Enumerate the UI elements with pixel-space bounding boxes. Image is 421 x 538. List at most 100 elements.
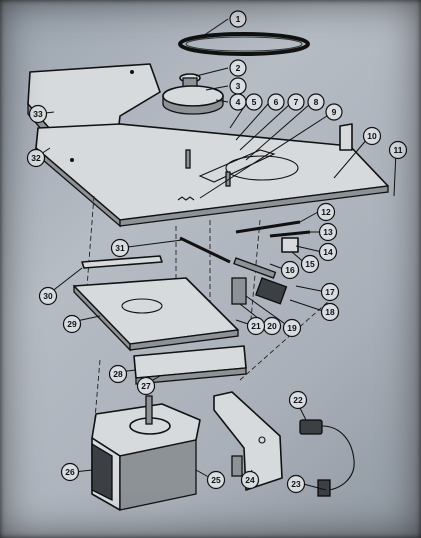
svg-text:5: 5 [252, 97, 257, 107]
callout-16: 16 [280, 260, 300, 280]
callout-12: 12 [316, 202, 336, 222]
motor-shaft [145, 395, 153, 425]
drive-belt [178, 32, 310, 56]
rod-12 [235, 220, 301, 234]
callout-30: 30 [38, 286, 58, 306]
callout-5: 5 [245, 93, 263, 111]
callout-25: 25 [206, 470, 226, 490]
svg-text:8: 8 [314, 97, 319, 107]
callout-4: 4 [229, 93, 247, 111]
guide-line [85, 195, 95, 301]
callout-23: 23 [286, 474, 306, 494]
callout-33: 33 [28, 104, 48, 124]
svg-text:1: 1 [236, 14, 241, 24]
callout-32: 32 [26, 148, 46, 168]
lever-16 [233, 257, 277, 279]
spring [177, 196, 195, 201]
turntable-pulley-rim [162, 95, 224, 115]
callout-15: 15 [300, 254, 320, 274]
callout-31: 31 [110, 238, 130, 258]
side-bracket [213, 391, 283, 491]
svg-text:30: 30 [43, 291, 53, 301]
bracket-tab [231, 455, 243, 477]
guide-line-6 [239, 299, 331, 381]
callout-26: 26 [60, 462, 80, 482]
sub-plate-cutout [121, 298, 163, 314]
svg-text:29: 29 [67, 319, 77, 329]
switch-18 [255, 277, 288, 305]
callout-2: 2 [229, 59, 247, 77]
plate-cutout [225, 155, 299, 181]
callout-11: 11 [388, 140, 408, 160]
svg-text:9: 9 [332, 107, 337, 117]
callout-1: 1 [229, 10, 247, 28]
svg-text:12: 12 [321, 207, 331, 217]
callout-27: 27 [136, 376, 156, 396]
cord [321, 425, 355, 491]
svg-text:15: 15 [305, 259, 315, 269]
motor-body-front [119, 439, 197, 511]
svg-text:23: 23 [291, 479, 301, 489]
bracket-hole [258, 436, 266, 444]
plate-bracket [339, 123, 353, 151]
svg-text:11: 11 [394, 145, 403, 155]
svg-text:18: 18 [325, 307, 335, 317]
plug-22 [299, 419, 323, 435]
svg-text:22: 22 [293, 395, 303, 405]
svg-text:28: 28 [113, 369, 123, 379]
part-20 [231, 277, 247, 305]
callout-8: 8 [307, 93, 325, 111]
svg-text:16: 16 [285, 265, 295, 275]
channel-bracket-lip [135, 367, 247, 385]
plate-pin [185, 149, 191, 169]
svg-text:33: 33 [33, 109, 43, 119]
svg-text:19: 19 [287, 323, 297, 333]
rod-13 [269, 230, 311, 238]
motor-winding [91, 442, 113, 502]
rod-14 [179, 236, 231, 264]
callout-14: 14 [318, 242, 338, 262]
callout-28: 28 [108, 364, 128, 384]
callout-19: 19 [282, 318, 302, 338]
bracket-30 [81, 255, 163, 269]
callout-18: 18 [320, 302, 340, 322]
callout-21: 21 [246, 316, 266, 336]
svg-text:26: 26 [65, 467, 75, 477]
callout-10: 10 [362, 126, 382, 146]
svg-text:4: 4 [236, 97, 241, 107]
svg-text:32: 32 [31, 153, 41, 163]
callout-22: 22 [288, 390, 308, 410]
svg-text:21: 21 [251, 321, 261, 331]
svg-text:27: 27 [141, 381, 151, 391]
svg-text:20: 20 [267, 321, 277, 331]
svg-text:31: 31 [115, 243, 125, 253]
callout-13: 13 [318, 222, 338, 242]
callout-17: 17 [320, 282, 340, 302]
cover-hole [130, 70, 134, 74]
svg-text:6: 6 [274, 97, 279, 107]
plate-hole [70, 158, 74, 162]
callout-20: 20 [262, 316, 282, 336]
svg-text:13: 13 [323, 227, 333, 237]
svg-text:7: 7 [294, 97, 299, 107]
callout-3: 3 [229, 77, 247, 95]
svg-text:14: 14 [323, 247, 333, 257]
svg-text:24: 24 [245, 475, 255, 485]
callout-6: 6 [267, 93, 285, 111]
callout-29: 29 [62, 314, 82, 334]
svg-text:17: 17 [325, 287, 335, 297]
svg-text:3: 3 [236, 81, 241, 91]
guide-line-4 [249, 219, 261, 331]
svg-text:2: 2 [236, 63, 241, 73]
bracket-15 [281, 237, 299, 253]
drive-belt-inner [185, 36, 303, 52]
main-plate-edge-2 [119, 185, 389, 227]
plate-slot [198, 149, 276, 183]
svg-text:10: 10 [367, 131, 377, 141]
callout-9: 9 [325, 103, 343, 121]
callout-24: 24 [240, 470, 260, 490]
sub-plate-edge-2 [129, 329, 239, 351]
